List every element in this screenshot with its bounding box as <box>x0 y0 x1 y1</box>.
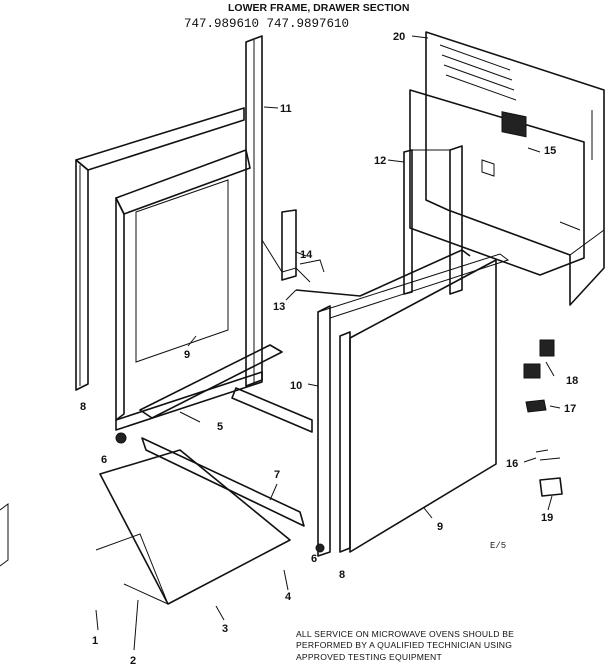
page-reference: E/5 <box>490 541 506 551</box>
callout-10: 10 <box>290 380 302 392</box>
left-frame-part-11 <box>115 35 263 431</box>
callout-12: 12 <box>374 155 386 167</box>
callout-17: 17 <box>564 403 576 415</box>
callout-20: 20 <box>393 31 405 43</box>
callout-18: 18 <box>566 375 578 387</box>
service-note-line-3: APPROVED TESTING EQUIPMENT <box>296 652 442 662</box>
callout-9-right: 9 <box>437 521 443 533</box>
callout-9-left: 9 <box>184 349 190 361</box>
back-plate-part-15 <box>409 89 585 276</box>
callout-2: 2 <box>130 655 136 667</box>
callout-13: 13 <box>273 301 285 313</box>
side-panel-part-8 <box>75 107 245 391</box>
callout-4: 4 <box>285 591 292 603</box>
rear-panel-part-20 <box>425 31 605 306</box>
center-bracket-part-13-14 <box>261 209 471 297</box>
drawer-tray-part-3 <box>95 449 291 605</box>
callout-16: 16 <box>506 458 518 470</box>
drawer-front-part-1 <box>0 503 9 567</box>
callout-19: 19 <box>541 512 553 524</box>
callout-8-right: 8 <box>339 569 345 581</box>
leader-lines <box>95 35 561 651</box>
callout-1: 1 <box>92 635 98 647</box>
callout-6-right: 6 <box>311 553 317 565</box>
callout-3: 3 <box>222 623 228 635</box>
service-note-line-1: ALL SERVICE ON MICROWAVE OVENS SHOULD BE <box>296 629 514 639</box>
callout-8-left: 8 <box>80 401 86 413</box>
callout-7: 7 <box>274 469 280 481</box>
callout-11: 11 <box>280 103 292 115</box>
callout-14: 14 <box>300 249 313 261</box>
right-front-frame-part-10 <box>317 253 510 557</box>
screw-part-6 <box>115 432 325 553</box>
hardware-parts-16-19 <box>523 339 563 497</box>
diagram-title: LOWER FRAME, DRAWER SECTION <box>228 2 409 14</box>
rear-upright-part-12 <box>403 145 463 295</box>
callout-6-left: 6 <box>101 454 107 466</box>
callout-5: 5 <box>217 421 223 433</box>
callouts: 20 11 12 15 14 13 9 10 8 5 6 7 9 6 8 4 3… <box>80 31 578 667</box>
front-rail-part-7 <box>141 437 305 527</box>
model-numbers: 747.989610 747.9897610 <box>184 17 349 31</box>
front-panel-part-9 <box>349 259 497 553</box>
cross-rail-part-5 <box>139 344 313 433</box>
callout-15: 15 <box>544 145 556 157</box>
service-note: ALL SERVICE ON MICROWAVE OVENS SHOULD BE… <box>296 629 514 662</box>
service-note-line-2: PERFORMED BY A QUALIFIED TECHNICIAN USIN… <box>296 640 512 650</box>
